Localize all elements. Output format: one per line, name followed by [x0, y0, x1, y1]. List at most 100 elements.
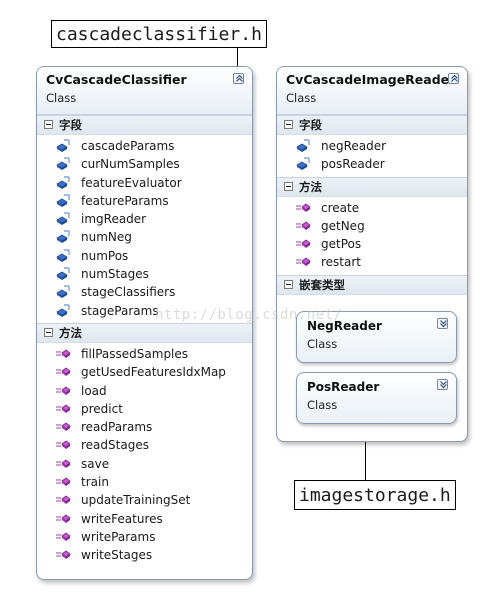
- field-icon: [55, 285, 71, 299]
- field-row[interactable]: posReader: [277, 155, 467, 173]
- collapse-minus-icon[interactable]: [284, 181, 293, 191]
- field-row[interactable]: negReader: [277, 137, 467, 155]
- method-name: getPos: [321, 237, 362, 252]
- field-icon: [55, 304, 71, 318]
- class-name: PosReader: [307, 380, 380, 394]
- header-file-label-cascadeclassifier: cascadeclassifier.h: [51, 20, 267, 48]
- method-icon: [55, 384, 71, 398]
- field-icon: [55, 267, 71, 281]
- field-name: cascadeParams: [81, 139, 175, 153]
- field-icon: [55, 249, 71, 263]
- field-name: posReader: [321, 157, 385, 172]
- method-name: load: [81, 383, 107, 398]
- method-name: restart: [321, 255, 362, 270]
- collapse-minus-icon[interactable]: [284, 279, 293, 289]
- method-name: getNeg: [321, 218, 365, 233]
- header-file-label-imagestorage: imagestorage.h: [294, 480, 456, 510]
- method-icon: [55, 438, 71, 452]
- section-header-methods[interactable]: 方法: [37, 322, 252, 343]
- field-icon: [55, 194, 71, 208]
- field-row[interactable]: featureEvaluator: [37, 174, 252, 192]
- method-name: readStages: [81, 438, 149, 453]
- double-chevron-down-icon: [440, 381, 447, 389]
- field-row[interactable]: imgReader: [37, 210, 252, 228]
- section-label: 方法: [299, 179, 322, 194]
- field-name: curNumSamples: [81, 157, 180, 172]
- method-name: predict: [81, 401, 123, 416]
- method-icon: [55, 548, 71, 562]
- method-icon: [55, 512, 71, 526]
- collapse-button[interactable]: [233, 73, 244, 84]
- method-name: fillPassedSamples: [81, 346, 189, 361]
- method-row[interactable]: readStages: [37, 436, 252, 454]
- field-row[interactable]: featureParams: [37, 192, 252, 210]
- section-header-fields[interactable]: 字段: [37, 115, 252, 135]
- field-icon: [295, 157, 311, 171]
- field-row[interactable]: cascadeParams: [37, 137, 252, 155]
- nested-class-negreader[interactable]: NegReader Class: [296, 311, 457, 363]
- section-label: 方法: [59, 325, 82, 340]
- method-icon: [55, 457, 71, 471]
- method-row[interactable]: load: [37, 382, 252, 400]
- method-row[interactable]: getUsedFeaturesIdxMap: [37, 363, 252, 381]
- field-list: cascadeParams curNumSamples featureEvaluat…: [37, 135, 252, 323]
- method-row[interactable]: writeParams: [37, 528, 252, 546]
- field-row[interactable]: numPos: [37, 247, 252, 265]
- watermark-text: http://blog.csdn.net/: [155, 307, 343, 323]
- class-name: NegReader: [307, 319, 382, 333]
- method-row[interactable]: readParams: [37, 418, 252, 436]
- method-row[interactable]: updateTrainingSet: [37, 491, 252, 509]
- collapse-minus-icon[interactable]: [284, 120, 293, 129]
- nested-class-posreader[interactable]: PosReader Class: [296, 372, 457, 424]
- method-list: create getNeg getPos restart: [277, 197, 467, 275]
- collapse-button[interactable]: [448, 73, 459, 84]
- collapse-minus-icon[interactable]: [44, 120, 53, 129]
- class-kind: Class: [286, 91, 317, 105]
- method-icon: [55, 347, 71, 361]
- class-name: CvCascadeClassifier: [46, 72, 187, 87]
- method-name: create: [321, 200, 360, 215]
- field-row[interactable]: stageClassifiers: [37, 283, 252, 301]
- method-name: writeStages: [81, 548, 153, 563]
- class-kind: Class: [46, 91, 77, 105]
- section-label: 字段: [59, 118, 82, 132]
- field-name: stageClassifiers: [81, 285, 176, 300]
- collapse-minus-icon[interactable]: [44, 327, 53, 337]
- method-row[interactable]: fillPassedSamples: [37, 345, 252, 363]
- field-row[interactable]: numNeg: [37, 228, 252, 246]
- method-icon: [295, 201, 311, 215]
- field-name: numPos: [81, 248, 129, 263]
- field-row[interactable]: numStages: [37, 265, 252, 283]
- class-box-cvcascadeclassifier[interactable]: CvCascadeClassifier Class 字段 cascadePara…: [36, 66, 253, 580]
- double-chevron-down-icon: [440, 320, 447, 328]
- field-row[interactable]: stageParams: [37, 302, 252, 320]
- expand-button[interactable]: [437, 379, 448, 390]
- field-icon: [55, 139, 71, 153]
- method-row[interactable]: predict: [37, 400, 252, 418]
- method-row[interactable]: train: [37, 473, 252, 491]
- method-row[interactable]: create: [277, 199, 467, 217]
- field-row[interactable]: curNumSamples: [37, 155, 252, 173]
- method-icon: [55, 530, 71, 544]
- field-name: featureEvaluator: [81, 175, 182, 190]
- method-row[interactable]: writeStages: [37, 546, 252, 564]
- class-kind: Class: [307, 398, 338, 412]
- section-header-nested-types[interactable]: 嵌套类型: [277, 274, 467, 295]
- double-chevron-up-icon: [236, 74, 243, 82]
- expand-button[interactable]: [437, 318, 448, 329]
- method-row[interactable]: restart: [277, 253, 467, 271]
- class-name: CvCascadeImageReader: [286, 72, 456, 87]
- class-box-cvcascadeimagereader[interactable]: CvCascadeImageReader Class 字段 negReader p…: [276, 66, 468, 442]
- method-row[interactable]: getNeg: [277, 217, 467, 235]
- class-header: CvCascadeImageReader Class: [277, 67, 467, 115]
- method-row[interactable]: writeFeatures: [37, 510, 252, 528]
- method-name: train: [81, 475, 109, 490]
- method-icon: [55, 402, 71, 416]
- section-header-fields[interactable]: 字段: [277, 115, 467, 135]
- method-row[interactable]: getPos: [277, 235, 467, 253]
- field-name: featureParams: [81, 193, 169, 208]
- method-row[interactable]: save: [37, 455, 252, 473]
- section-header-methods[interactable]: 方法: [277, 176, 467, 197]
- method-icon: [55, 365, 71, 379]
- section-label: 嵌套类型: [299, 277, 345, 292]
